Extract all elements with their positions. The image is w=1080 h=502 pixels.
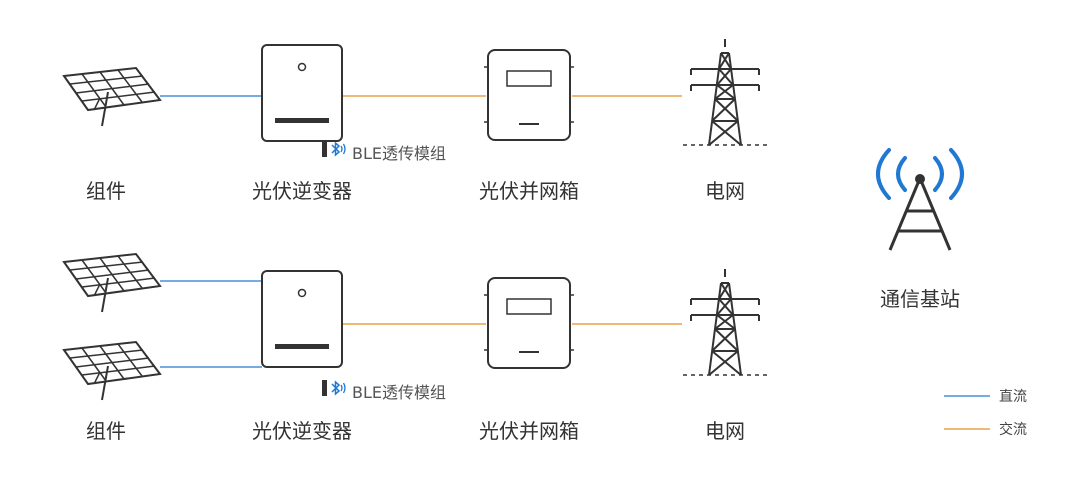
transmission-tower-icon [682, 38, 768, 146]
ble-module-label: BLE透传模组 [352, 144, 447, 163]
grid-label: 电网 [705, 419, 745, 443]
combiner-box-label: 光伏并网箱 [479, 419, 579, 443]
solar-panel-icon [63, 341, 161, 401]
solar-panel-icon [63, 67, 161, 127]
ble-module-icon [321, 140, 346, 158]
solar-panel-label: 组件 [86, 179, 126, 203]
combiner-box-icon [483, 277, 575, 369]
inverter-label: 光伏逆变器 [252, 419, 352, 443]
inverter-icon [261, 44, 343, 142]
transmission-tower-icon [682, 268, 768, 376]
solar-panel-label: 组件 [86, 419, 126, 443]
ble-module-label: BLE透传模组 [352, 383, 447, 402]
base-station-icon [876, 148, 964, 251]
combiner-box-icon [483, 49, 575, 141]
legend-ac-label: 交流 [999, 422, 1027, 438]
combiner-box-label: 光伏并网箱 [479, 179, 579, 203]
inverter-icon [261, 270, 343, 368]
legend-dc-label: 直流 [999, 389, 1027, 405]
grid-label: 电网 [705, 179, 745, 203]
base-station-label: 通信基站 [880, 287, 960, 311]
ble-module-icon [321, 379, 346, 397]
solar-panel-icon [63, 253, 161, 313]
inverter-label: 光伏逆变器 [252, 179, 352, 203]
